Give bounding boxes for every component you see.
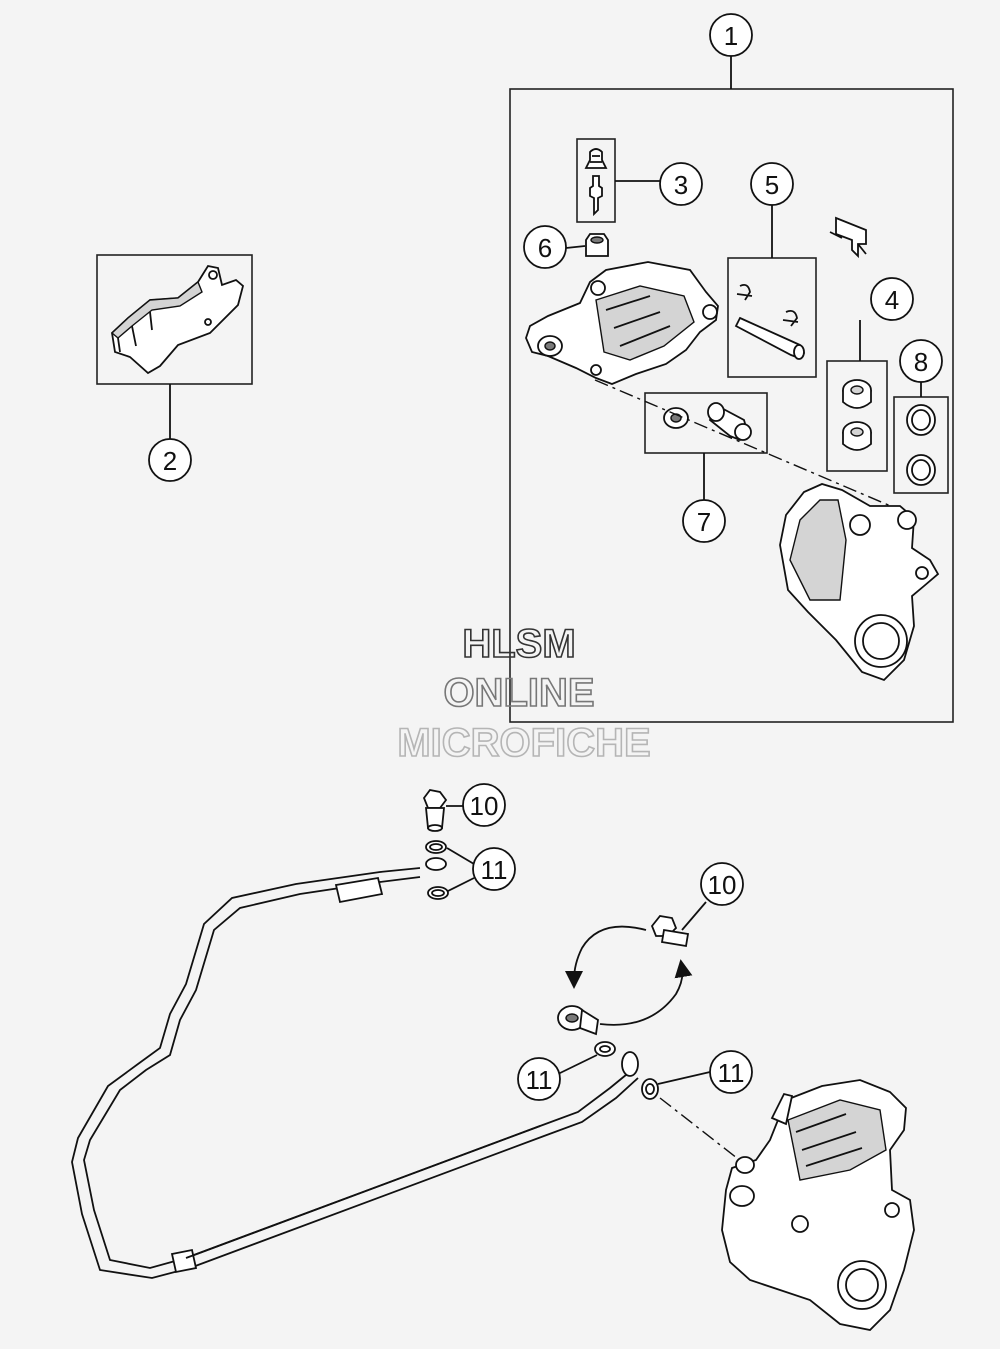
caliper-bracket-part: [779, 483, 940, 682]
callout-10-lower: 10: [700, 862, 744, 906]
banjo-fitting-part: [557, 1005, 599, 1036]
callout-5: 5: [750, 162, 794, 206]
leader-6: [565, 245, 586, 249]
rotate-arrow-left: [565, 925, 647, 989]
callout-11-upper: 11: [472, 847, 516, 891]
callout-6-label: 6: [538, 233, 552, 263]
assembly-line-kit: [594, 379, 901, 511]
callout-4: 4: [870, 277, 914, 321]
callout-8: 8: [899, 339, 943, 383]
piston-frame-4: [826, 360, 888, 472]
watermark-line-2: ONLINE: [443, 671, 594, 715]
callout-2-label: 2: [163, 446, 177, 476]
callout-11-lower-left-label: 11: [526, 1065, 553, 1095]
pin-frame-5: [727, 257, 817, 378]
brake-pads-part: [110, 264, 245, 375]
watermark-line-1: HLSM: [462, 622, 575, 666]
callout-11-lower-left: 11: [517, 1057, 561, 1101]
banjo-bolt-part-upper: [422, 789, 448, 832]
leader-11a-bottom: [447, 877, 475, 892]
washer-part-upper-b: [427, 886, 449, 900]
callout-1-label: 1: [724, 21, 738, 51]
washer-hole-lower-b: [645, 1083, 655, 1095]
leader-10b: [681, 901, 707, 931]
callout-10-upper-label: 10: [470, 791, 499, 821]
callout-2: 2: [148, 438, 192, 482]
piston-part: [842, 379, 872, 451]
callout-5-label: 5: [765, 170, 779, 200]
callout-11-lower-right: 11: [709, 1050, 753, 1094]
washer-hole-upper-a: [429, 843, 443, 851]
leader-11c: [657, 1071, 711, 1085]
pad-frame-2: [96, 254, 253, 385]
pad-spring-part: [829, 216, 867, 259]
callout-3-label: 3: [674, 170, 688, 200]
watermark-line-3: MICROFICHE: [397, 721, 650, 765]
cap-part: [585, 233, 609, 257]
washer-part-lower-a: [594, 1041, 616, 1057]
callout-1: 1: [709, 13, 753, 57]
callout-7-label: 7: [697, 507, 711, 537]
callout-11-lower-right-label: 11: [718, 1058, 745, 1088]
bushing-part: [663, 402, 752, 442]
piston-seal-part: [906, 404, 936, 486]
watermark: HLSM ONLINE MICROFICHE: [397, 621, 652, 766]
caliper-assembly-part: [721, 1079, 915, 1331]
leader-11b: [557, 1054, 598, 1075]
assembly-line-lower: [659, 1097, 743, 1163]
callout-3: 3: [659, 162, 703, 206]
leader-11a-top: [446, 847, 475, 865]
bushing-frame-7: [644, 392, 768, 454]
caliper-part-kit: [525, 261, 719, 385]
callout-4-label: 4: [885, 285, 899, 315]
bleeder-valve-part: [584, 148, 608, 217]
callout-8-label: 8: [914, 347, 928, 377]
washer-part-lower-b: [641, 1078, 659, 1100]
callout-10-lower-label: 10: [708, 870, 737, 900]
callout-10-upper: 10: [462, 783, 506, 827]
rotate-arrow-right: [599, 959, 693, 1026]
washer-hole-upper-b: [431, 889, 445, 897]
washer-hole-lower-a: [599, 1045, 611, 1053]
slide-pin-part: [734, 283, 806, 360]
banjo-bolt-part-lower: [650, 915, 690, 948]
brake-hose-part: [71, 857, 639, 1279]
callout-11-upper-label: 11: [481, 855, 508, 885]
callout-7: 7: [682, 499, 726, 543]
callout-6: 6: [523, 225, 567, 269]
washer-part-upper-a: [425, 840, 447, 854]
